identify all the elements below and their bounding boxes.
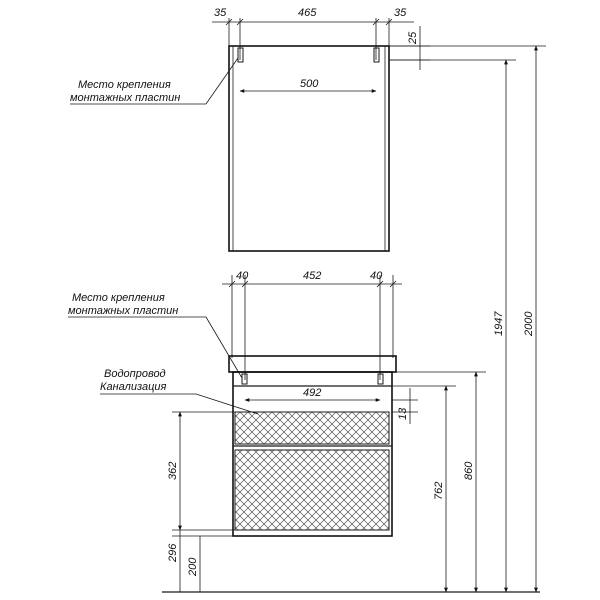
h296-label: 296 [167, 543, 179, 563]
tick [389, 280, 397, 288]
cab-width-label: 452 [303, 270, 321, 282]
cabinet-body [232, 371, 393, 537]
cab-gap-13-label: 13 [397, 407, 409, 420]
cab-note-line1: Место крепления [72, 292, 165, 304]
tick [225, 18, 233, 26]
upper-drawer [234, 411, 390, 445]
h860-label: 860 [463, 461, 475, 480]
cab-plate-span-label: 492 [303, 387, 321, 399]
h2000-label: 2000 [523, 311, 535, 337]
cabinet-group: 40 452 40 492 Место крепления монтажных … [68, 270, 418, 537]
tick [241, 280, 249, 288]
h200-label: 200 [187, 557, 199, 577]
mirror-note-leader [205, 57, 239, 105]
cab-plate-left [241, 373, 248, 385]
mirror-plate-left [237, 47, 244, 63]
tick [376, 280, 384, 288]
cab-right-offset-label: 40 [370, 270, 383, 282]
cab-note-line2: монтажных пластин [68, 305, 178, 317]
tick [372, 18, 380, 26]
pipes-line1: Водопровод [104, 368, 166, 380]
lower-drawer [234, 449, 390, 531]
tick [228, 280, 236, 288]
h362-label: 362 [167, 462, 179, 480]
left-height-dims: 362 296 200 [167, 411, 235, 592]
mirror-outline [228, 45, 390, 252]
mirror-right-offset-label: 35 [394, 7, 407, 19]
pipes-line2: Канализация [100, 381, 166, 393]
mirror-left-offset-label: 35 [214, 7, 227, 19]
mirror-plate-span-label: 500 [300, 78, 319, 90]
cab-left-offset-label: 40 [236, 270, 249, 282]
mirror-plate-right [373, 47, 380, 63]
mirror-gap-label: 25 [407, 31, 419, 45]
tick [236, 18, 244, 26]
pipes-leader [195, 393, 259, 415]
h762-label: 762 [433, 482, 445, 500]
basin-top [228, 355, 397, 373]
mirror-group: 35 465 35 25 500 Место крепления монтажн… [70, 7, 430, 252]
h1947-label: 1947 [493, 311, 505, 336]
tick [385, 18, 393, 26]
mirror-width-label: 465 [298, 7, 317, 19]
mirror-note-line2: монтажных пластин [70, 92, 180, 104]
right-height-dims: 762 860 1947 2000 [389, 45, 546, 593]
mirror-note-line1: Место крепления [78, 79, 171, 91]
cab-plate-right [377, 373, 384, 385]
cab-note-leader [205, 316, 243, 379]
